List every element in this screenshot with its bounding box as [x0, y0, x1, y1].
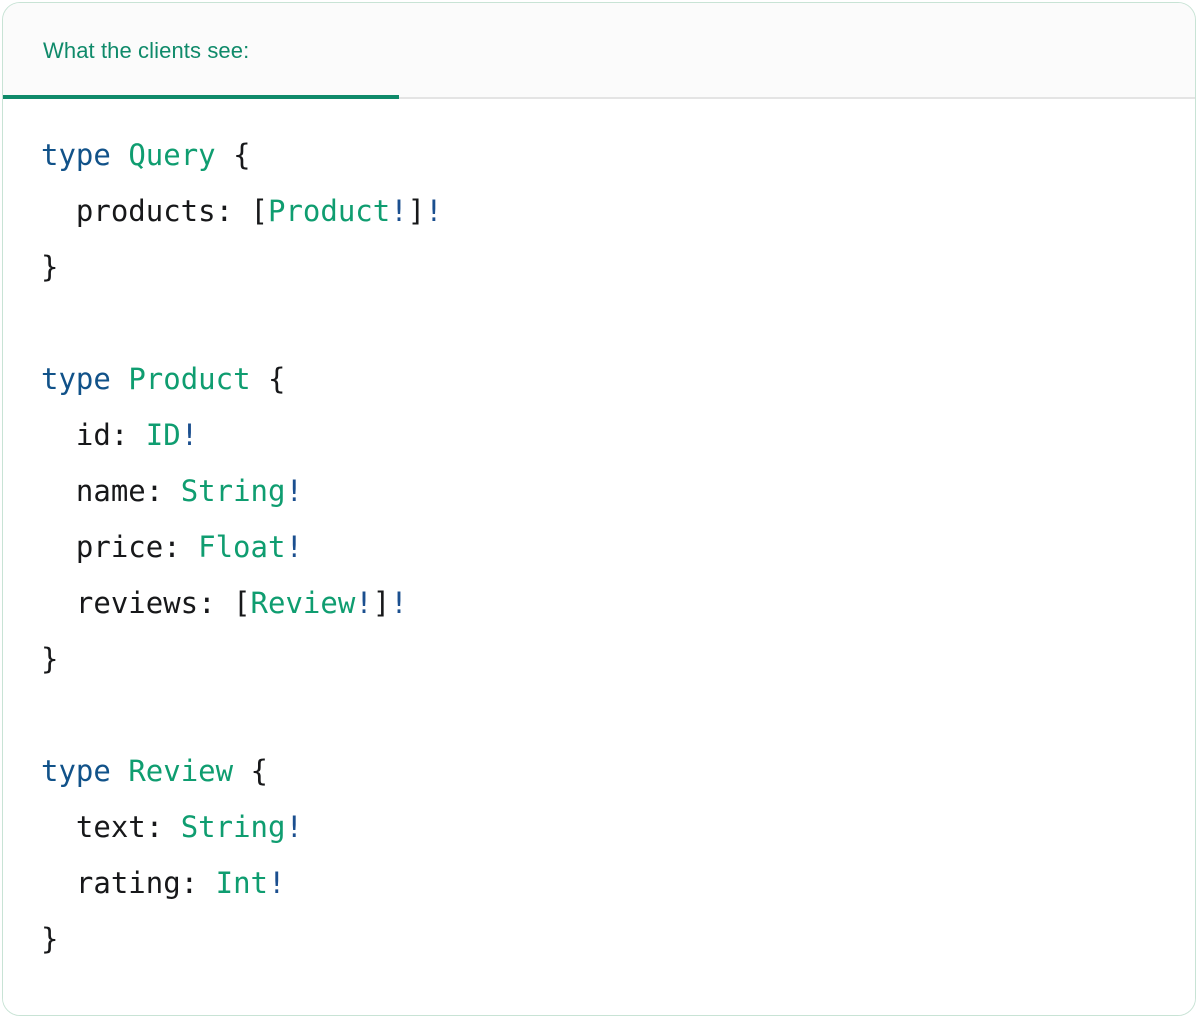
code-token-type: Float	[198, 530, 286, 564]
tab-strip: What the clients see:	[3, 3, 1195, 99]
code-token-typename: Query	[128, 138, 216, 172]
code-line: name: String!	[41, 463, 1155, 519]
code-token-field: price:	[41, 530, 199, 564]
code-token-punct: {	[250, 362, 286, 396]
code-token-punct: [	[250, 194, 268, 228]
code-line	[41, 295, 1155, 351]
code-token-field: products:	[41, 194, 251, 228]
code-token-field: text:	[41, 810, 181, 844]
code-line: price: Float!	[41, 519, 1155, 575]
code-token-type: ID	[145, 418, 181, 452]
code-token-bang: !	[390, 194, 408, 228]
code-token-type: Int	[215, 866, 268, 900]
code-token-field: name:	[41, 474, 181, 508]
code-token-keyword: type	[41, 138, 111, 172]
code-area: type Query { products: [Product!]!} type…	[3, 99, 1195, 1015]
code-token-type: Product	[267, 194, 391, 228]
code-token-type: String	[180, 474, 286, 508]
graphql-schema-code: type Query { products: [Product!]!} type…	[41, 127, 1155, 967]
code-token-type: String	[180, 810, 286, 844]
code-token-punct: }	[41, 642, 59, 676]
code-token-keyword: type	[41, 362, 111, 396]
code-line	[41, 687, 1155, 743]
code-token-field: rating:	[41, 866, 216, 900]
code-token-punct: }	[41, 250, 59, 284]
code-token-punct: [	[233, 586, 251, 620]
code-token-typename: Review	[128, 754, 234, 788]
code-token-typename: Product	[128, 362, 251, 396]
code-line: }	[41, 911, 1155, 967]
code-token-bang: !	[355, 586, 373, 620]
code-line: text: String!	[41, 799, 1155, 855]
code-line: }	[41, 631, 1155, 687]
code-token-punct	[111, 138, 128, 172]
code-token-punct	[111, 754, 128, 788]
code-token-punct: }	[41, 922, 59, 956]
code-token-bang: !	[285, 810, 303, 844]
code-token-punct: {	[233, 754, 268, 788]
code-token-field: reviews:	[41, 586, 234, 620]
code-line: type Product {	[41, 351, 1155, 407]
tab-label: What the clients see:	[43, 38, 250, 63]
code-token-punct	[111, 362, 128, 396]
code-line: rating: Int!	[41, 855, 1155, 911]
code-line: }	[41, 239, 1155, 295]
code-line: id: ID!	[41, 407, 1155, 463]
code-token-punct: {	[215, 138, 251, 172]
tab-what-the-clients-see[interactable]: What the clients see:	[3, 3, 399, 99]
code-token-bang: !	[180, 418, 199, 452]
code-token-keyword: type	[41, 754, 111, 788]
code-line: products: [Product!]!	[41, 183, 1155, 239]
code-line: type Review {	[41, 743, 1155, 799]
code-token-bang: !	[390, 586, 408, 620]
code-line: type Query {	[41, 127, 1155, 183]
code-token-bang: !	[268, 866, 286, 900]
code-line: reviews: [Review!]!	[41, 575, 1155, 631]
code-token-type: Review	[250, 586, 356, 620]
code-token-bang: !	[285, 474, 303, 508]
code-token-field: id:	[41, 418, 146, 452]
code-token-punct: ]	[372, 586, 391, 620]
code-token-bang: !	[425, 194, 443, 228]
code-token-bang: !	[285, 530, 303, 564]
code-token-punct: ]	[407, 194, 426, 228]
